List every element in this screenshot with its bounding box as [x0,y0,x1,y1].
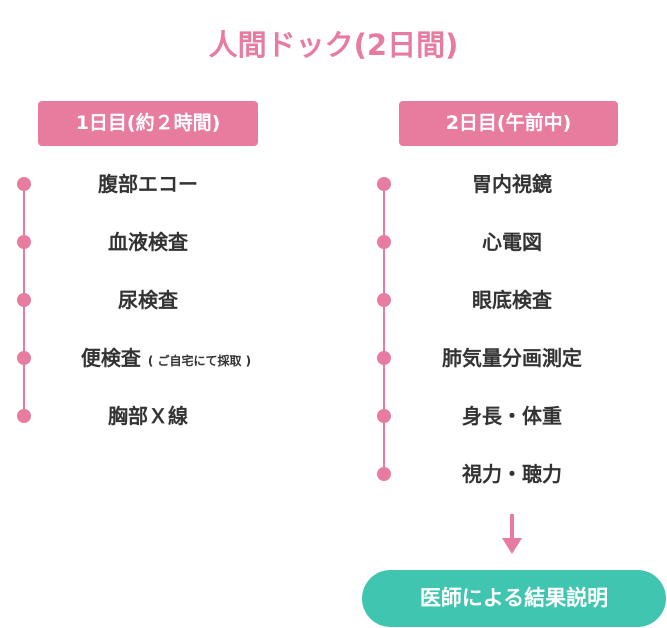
exam-item: 便検査 ( ご自宅にて採取 ) [36,344,296,372]
day2-timeline-line [383,184,385,474]
exam-item: 心電図 [382,228,642,256]
exam-label: 血液検査 [108,230,188,254]
exam-label: 眼底検査 [472,288,552,312]
page-title: 人間ドック(2日間) [208,28,459,62]
timeline-dot [377,409,391,423]
timeline-dot [377,177,391,191]
day1-header: 1日目(約２時間) [38,101,258,146]
exam-item: 胃内視鏡 [382,170,642,198]
exam-item: 血液検査 [18,228,278,256]
exam-label: 心電図 [482,230,542,254]
exam-label: 身長・体重 [462,404,562,428]
timeline-dot [377,293,391,307]
exam-label: 視力・聴力 [462,462,562,486]
arrow-down-icon [502,514,522,554]
doctor-result-explanation-button[interactable]: 医師による結果説明 [362,570,666,627]
timeline-dot [17,409,31,423]
exam-label: 腹部エコー [98,172,198,196]
timeline-dot [17,235,31,249]
day2-header: 2日目(午前中) [399,101,618,146]
exam-item: 肺気量分画測定 [382,344,642,372]
exam-item: 視力・聴力 [382,460,642,488]
timeline-dot [17,351,31,365]
exam-note: ( ご自宅にて採取 ) [147,354,252,368]
exam-item: 腹部エコー [18,170,278,198]
exam-item: 尿検査 [18,286,278,314]
exam-item: 眼底検査 [382,286,642,314]
exam-label: 便検査 [80,346,141,370]
exam-item: 胸部Ｘ線 [18,402,278,430]
exam-label: 尿検査 [118,288,178,312]
timeline-dot [377,351,391,365]
timeline-dot [377,235,391,249]
exam-label: 胸部Ｘ線 [108,404,188,428]
exam-label: 肺気量分画測定 [442,346,582,370]
exam-item: 身長・体重 [382,402,642,430]
timeline-dot [377,467,391,481]
timeline-dot [17,177,31,191]
timeline-dot [17,293,31,307]
exam-label: 胃内視鏡 [472,172,552,196]
